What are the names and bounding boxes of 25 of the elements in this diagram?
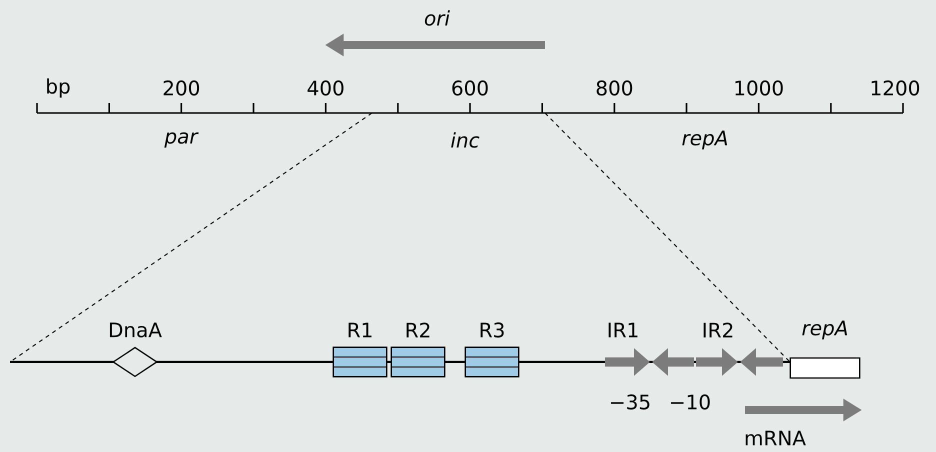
node-label: repA <box>802 320 848 340</box>
region-label: repA <box>682 130 728 150</box>
tick-label: 1200 <box>872 80 920 96</box>
promoter-label: −10 <box>671 394 710 410</box>
repeat-label: IR1 <box>608 322 638 338</box>
axis-unit: bp <box>47 78 70 98</box>
region-label: inc <box>451 132 480 148</box>
region-label: ori <box>424 10 450 26</box>
node-label: DnaA <box>110 322 162 338</box>
repeat-label: IR2 <box>704 322 732 338</box>
node-label: R2 <box>406 322 430 338</box>
gene-box: repA <box>790 320 860 379</box>
tick-label: 400 <box>308 80 344 96</box>
iteron-box: R2 <box>390 322 446 378</box>
iteron-box: R3 <box>464 322 520 378</box>
tick-label: 800 <box>596 80 632 96</box>
iteron-box: R1 <box>332 322 388 378</box>
region-label: par <box>164 132 199 148</box>
tick-label: 1000 <box>735 80 783 96</box>
node-label: R1 <box>348 322 372 338</box>
promoter-label: −35 <box>611 394 650 410</box>
tick-label: 600 <box>452 80 488 96</box>
node-label: R3 <box>480 322 504 338</box>
transcript-label: mRNA <box>746 430 806 446</box>
tick-label: 200 <box>164 80 200 96</box>
